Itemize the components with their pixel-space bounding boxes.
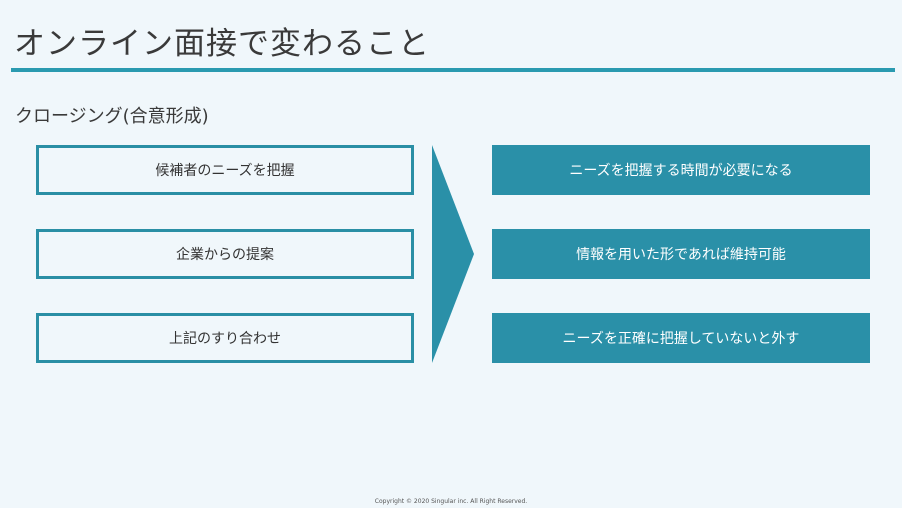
copyright-footer: Copyright © 2020 Singular inc. All Right… [374,498,528,505]
section-heading: クロージング(合意形成) [15,106,209,127]
slide-title: オンライン面接で変わること [14,26,430,62]
left-item-box: 上記のすり合わせ [36,313,414,363]
left-item-box: 候補者のニーズを把握 [36,145,414,195]
right-item-box: ニーズを把握する時間が必要になる [492,145,870,195]
title-divider [11,68,895,72]
right-item-box: ニーズを正確に把握していないと外す [492,313,870,363]
arrow-right-icon [432,145,474,363]
left-item-box: 企業からの提案 [36,229,414,279]
right-item-box: 情報を用いた形であれば維持可能 [492,229,870,279]
